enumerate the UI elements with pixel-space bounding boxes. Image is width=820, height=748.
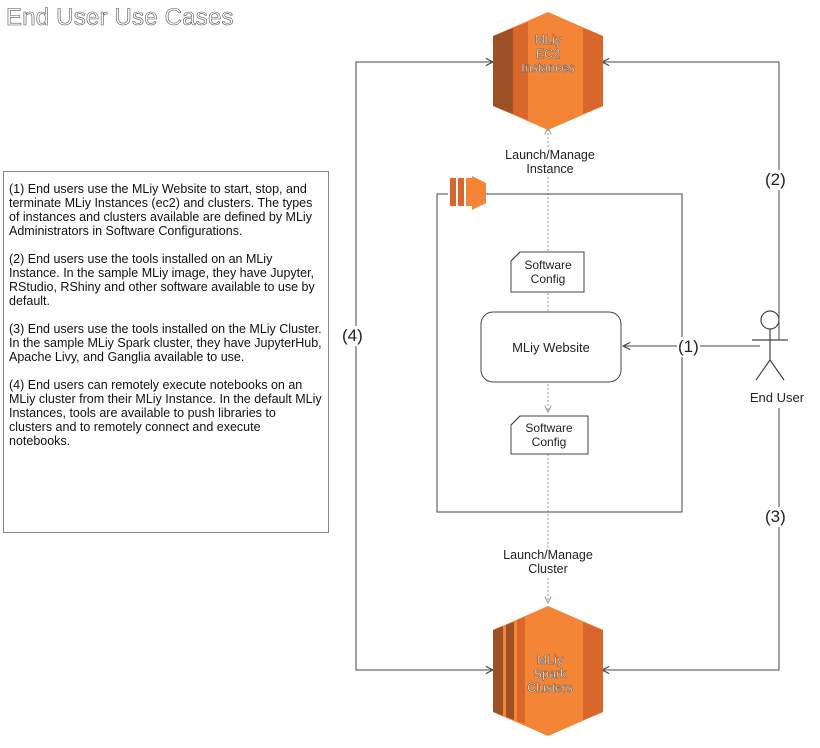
config-bottom-line1: Software bbox=[525, 421, 573, 435]
spark-label-line3: Clusters bbox=[527, 681, 573, 695]
config-top-line2: Config bbox=[530, 272, 566, 286]
spark-clusters-icon bbox=[493, 606, 603, 736]
edge-4 bbox=[355, 62, 493, 670]
config-bottom-line2: Config bbox=[531, 435, 567, 449]
edge-3-label: (3) bbox=[764, 507, 787, 527]
website-node bbox=[480, 311, 622, 383]
launch-cluster-line1: Launch/Manage bbox=[503, 548, 593, 562]
group-aws-icon bbox=[448, 176, 486, 210]
end-user-icon bbox=[752, 310, 788, 381]
description-item-2: (2) End users use the tools installed on… bbox=[9, 252, 315, 308]
description-box: (1) End users use the MLiy Website to st… bbox=[3, 171, 329, 533]
description-item-3: (3) End users use the tools installed on… bbox=[9, 322, 322, 364]
edge-4-label: (4) bbox=[341, 326, 364, 346]
config-top-label: Software Config bbox=[511, 258, 585, 286]
launch-instance-line1: Launch/Manage bbox=[505, 148, 595, 162]
edge-1-label: (1) bbox=[677, 337, 700, 357]
ec2-instances-icon bbox=[493, 12, 603, 130]
ec2-label-line2: EC2 bbox=[535, 47, 561, 61]
edge-2 bbox=[602, 62, 780, 340]
config-top-line1: Software bbox=[524, 258, 572, 272]
page-title: End User Use Cases bbox=[6, 4, 234, 32]
website-label: MLiy Website bbox=[512, 340, 590, 355]
launch-instance-line2: Instance bbox=[526, 162, 574, 176]
description-item-1: (1) End users use the MLiy Website to st… bbox=[9, 182, 313, 238]
launch-cluster-line2: Cluster bbox=[528, 562, 568, 576]
edge-2-label: (2) bbox=[764, 170, 787, 190]
spark-label-line1: MLiy bbox=[536, 653, 564, 667]
config-bottom-label: Software Config bbox=[512, 421, 586, 449]
config-top-node bbox=[510, 251, 585, 293]
config-bottom-node bbox=[510, 415, 589, 455]
end-user-label: End User bbox=[740, 391, 814, 405]
launch-cluster-label: Launch/Manage Cluster bbox=[496, 548, 600, 576]
spark-label-line2: Spark bbox=[533, 667, 567, 681]
edge-3 bbox=[602, 408, 780, 670]
ec2-label: MLiy EC2 Instances bbox=[512, 33, 584, 75]
description-item-4: (4) End users can remotely execute noteb… bbox=[9, 378, 322, 448]
launch-instance-label: Launch/Manage Instance bbox=[498, 148, 602, 176]
ec2-label-line3: Instances bbox=[521, 61, 575, 75]
spark-label: MLiy Spark Clusters bbox=[514, 653, 586, 695]
ec2-label-line1: MLiy bbox=[534, 33, 562, 47]
